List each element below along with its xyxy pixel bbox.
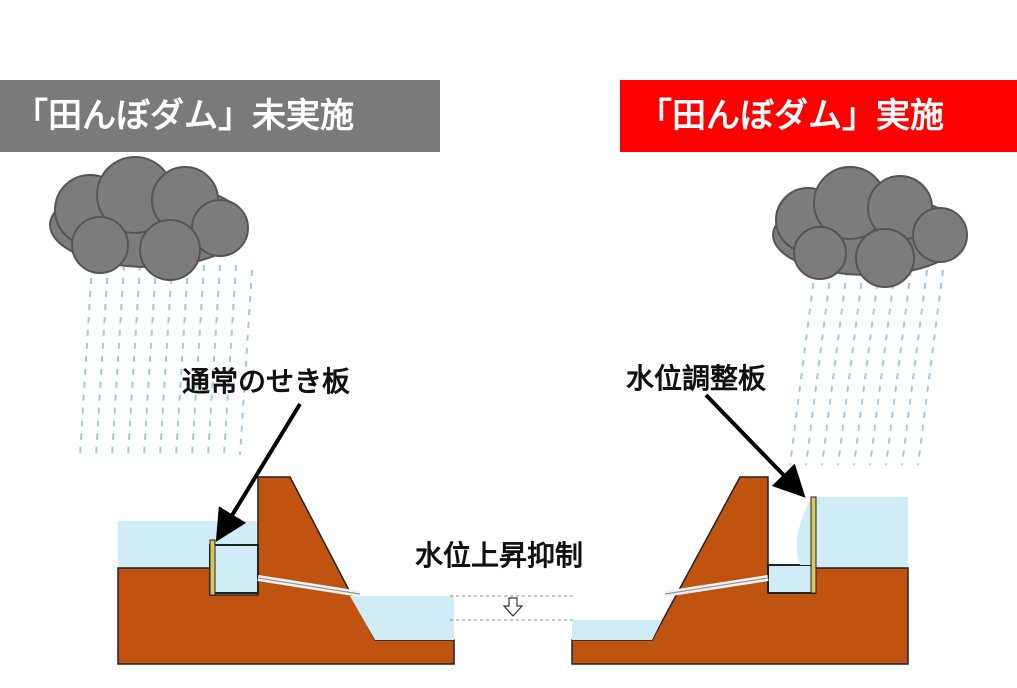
label-level-adjust-board: 水位調整板 <box>626 362 767 395</box>
rain-icon <box>789 269 944 466</box>
weir-board-left <box>209 539 216 596</box>
arrow-icon <box>215 402 302 542</box>
overflow-water-right <box>796 500 815 565</box>
drain-pipe-right-edge <box>664 577 769 595</box>
drain-pipe-left-edge <box>257 577 361 595</box>
rain-icon <box>79 264 253 456</box>
banner-implemented: 「田んぼダム」実施 <box>620 80 1017 152</box>
cloud-icon <box>49 156 249 281</box>
down-arrow-icon <box>502 597 524 617</box>
banner-not-implemented: 「田んぼダム」未実施 <box>0 80 440 152</box>
paddy-water-right <box>815 497 908 568</box>
label-suppress-rise: 水位上昇抑制 <box>415 539 584 572</box>
channel-water-right <box>572 620 662 640</box>
adjust-board-right <box>810 496 817 594</box>
weir-box-left <box>209 544 259 594</box>
label-normal-weir-board: 通常のせき板 <box>182 365 351 398</box>
weir-box-right <box>767 564 816 594</box>
cloud-icon <box>772 166 968 288</box>
arrow-icon <box>704 393 806 498</box>
channel-water-left <box>350 596 454 640</box>
